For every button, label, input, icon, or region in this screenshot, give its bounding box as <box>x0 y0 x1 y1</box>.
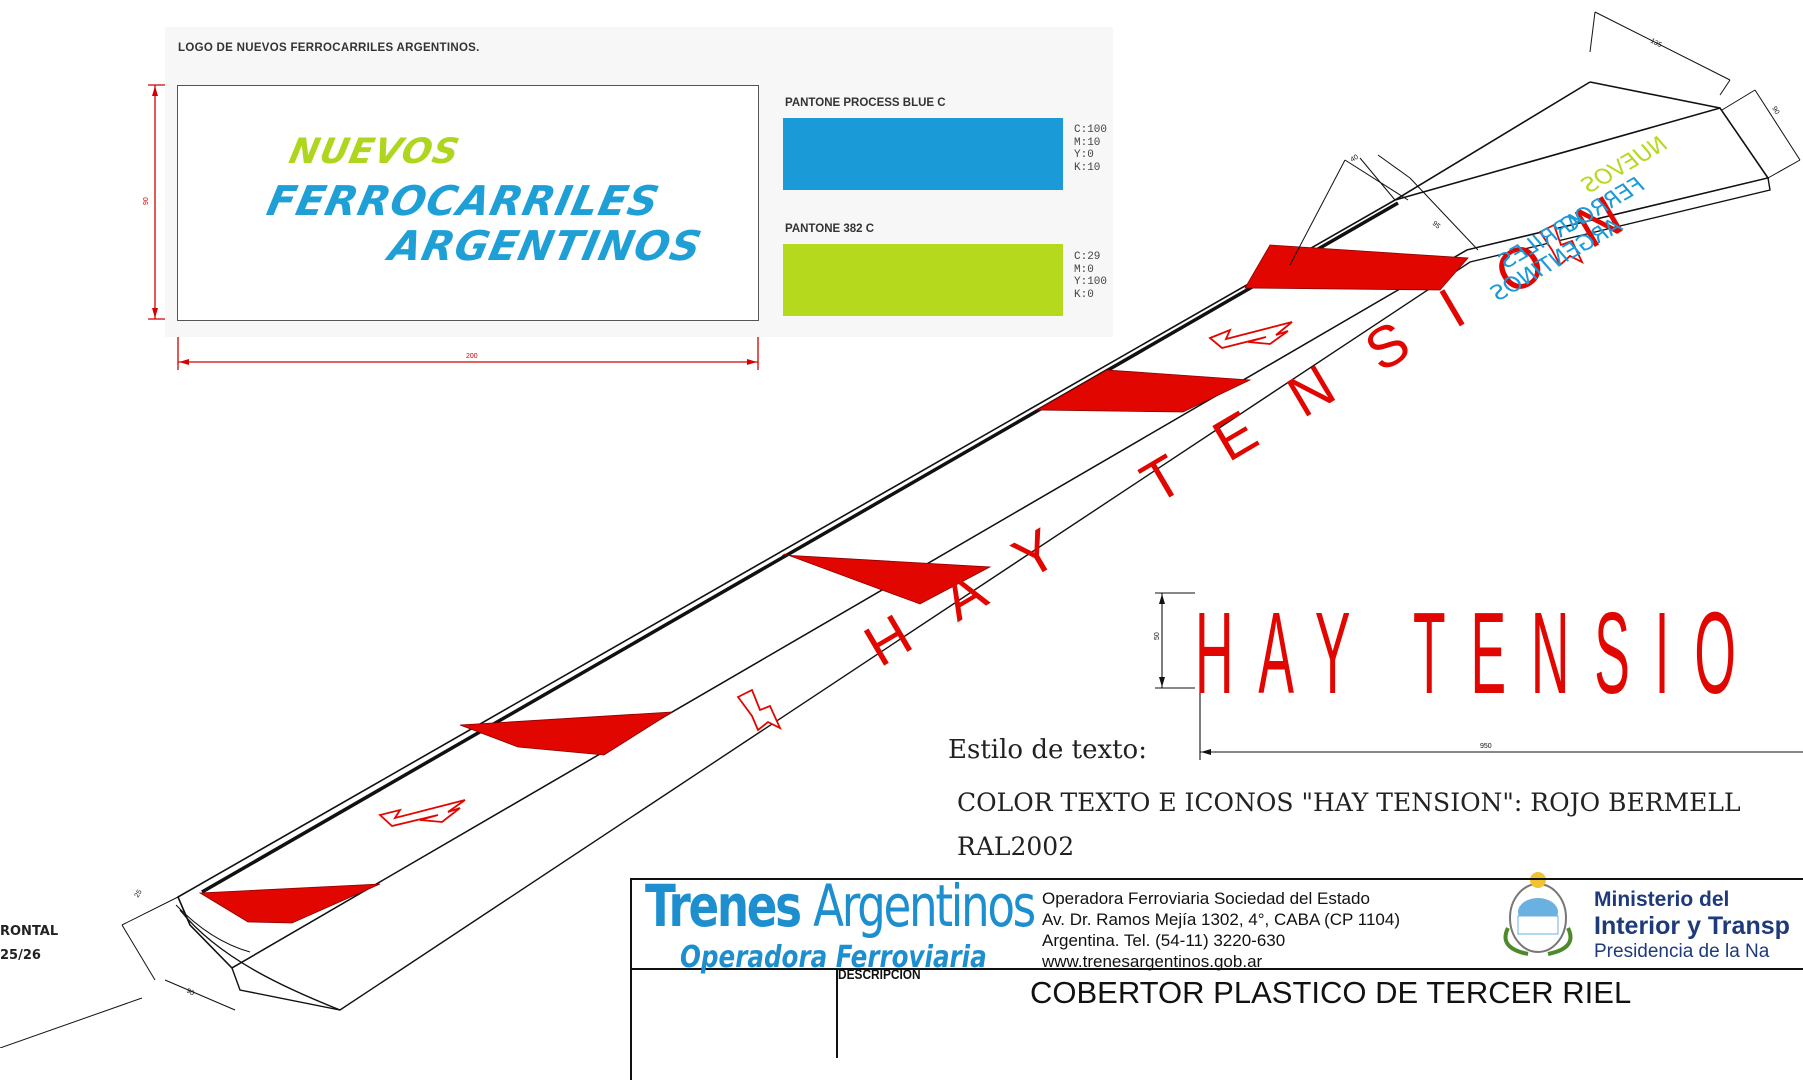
swatch-blue-cmyk: C:100 M:10 Y:0 K:10 <box>1074 124 1108 174</box>
hazard-arrow-icons <box>378 223 1584 827</box>
svg-text:90: 90 <box>185 988 195 998</box>
swatch-blue-name: PANTONE PROCESS BLUE C <box>785 97 946 109</box>
svg-text:40: 40 <box>1350 154 1360 164</box>
color-note-line2: RAL2002 <box>957 832 1075 861</box>
text-style-height-label: 50 <box>1154 632 1161 640</box>
red-stripes <box>198 244 1469 924</box>
ministry-line3: Presidencia de la Na <box>1594 941 1770 962</box>
red-stripe <box>198 883 381 924</box>
brand-name-bold: Trenes <box>645 872 802 940</box>
description-text: COBERTOR PLASTICO DE TERCER RIEL <box>1030 975 1632 1010</box>
text-style-dimensions <box>1155 592 1803 760</box>
hazard-arrow-icon <box>1538 223 1584 267</box>
svg-text:25: 25 <box>134 889 144 899</box>
color-note-line1: COLOR TEXTO E ICONOS "HAY TENSION": ROJO… <box>957 788 1741 817</box>
cover-dimensions <box>0 11 1801 1048</box>
logo-height-dimension <box>148 84 178 320</box>
svg-text:135: 135 <box>1649 38 1663 50</box>
brand-name-regular: Argentinos <box>813 872 1036 940</box>
left-note-2: 25/26 <box>0 948 41 963</box>
logo-word-ferrocarriles: FERROCARRILES <box>262 177 664 225</box>
title-block <box>630 878 1803 1080</box>
red-stripe <box>1035 369 1252 413</box>
text-style-sample: HAY TENSIO <box>1195 588 1761 718</box>
svg-text:95: 95 <box>1431 220 1442 230</box>
address-line: Operadora Ferroviaria Sociedad del Estad… <box>1042 889 1370 908</box>
coat-of-arms-icon <box>1503 872 1573 956</box>
brand-subtitle: Operadora Ferroviaria <box>680 940 987 975</box>
svg-text:90: 90 <box>1770 106 1780 116</box>
ministry-line2: Interior y Transp <box>1594 912 1790 940</box>
logo-section-title: LOGO DE NUEVOS FERROCARRILES ARGENTINOS. <box>178 42 480 54</box>
text-style-label: Estilo de texto: <box>948 735 1147 765</box>
logo-word-nuevos: NUEVOS <box>285 132 464 172</box>
ministry-line1: Ministerio del <box>1594 888 1730 911</box>
swatch-green <box>783 244 1063 316</box>
title-block-column-separator <box>836 968 838 1058</box>
address-line: Argentina. Tel. (54-11) 3220-630 <box>1042 931 1286 950</box>
swatch-green-name: PANTONE 382 C <box>785 223 875 235</box>
cover-side-face <box>231 177 1771 1011</box>
red-stripe <box>1244 244 1469 291</box>
hazard-arrow-icon <box>736 688 782 732</box>
left-note-1: RONTAL <box>0 924 59 939</box>
brand-name: Trenes Argentinos <box>645 872 1036 940</box>
swatch-blue <box>783 118 1063 190</box>
hazard-arrow-icon <box>378 799 466 827</box>
hazard-arrow-icon <box>1208 321 1293 349</box>
title-block-separator <box>630 968 1803 970</box>
red-stripe <box>781 553 992 605</box>
address-line: www.trenesargentinos.gob.ar <box>1042 952 1263 971</box>
address-line: Av. Dr. Ramos Mejía 1302, 4°, CABA (CP 1… <box>1042 910 1400 929</box>
red-stripe <box>459 711 673 756</box>
cover-dimension-labels: 135 90 40 95 25 90 <box>134 38 1781 998</box>
logo-word-argentinos: ARGENTINOS <box>384 222 707 270</box>
description-label: DESCRIPCION <box>838 966 921 982</box>
text-style-width-label: 950 <box>1480 743 1492 750</box>
logo-height-label: 90 <box>143 197 150 205</box>
logo-box <box>177 85 759 321</box>
swatch-green-cmyk: C:29 M:0 Y:100 K:0 <box>1074 251 1108 301</box>
logo-width-label: 200 <box>466 353 478 360</box>
